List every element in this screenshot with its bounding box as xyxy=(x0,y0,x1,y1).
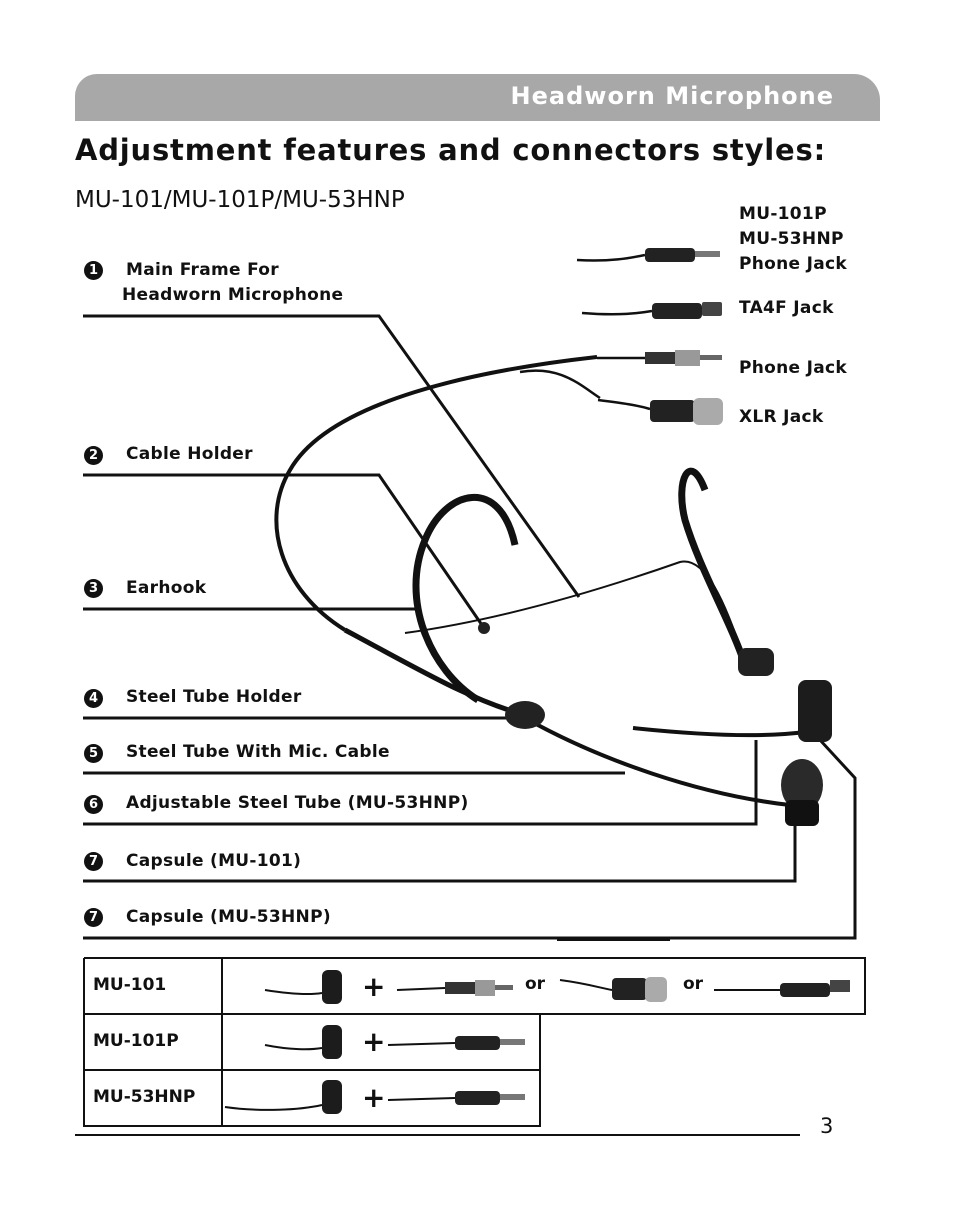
plus-sign-row3: + xyxy=(362,1081,386,1114)
table-model-mu101p: MU-101P xyxy=(93,1031,179,1051)
cable-holder xyxy=(478,622,490,634)
part-label-capsule-mu101: Capsule (MU-101) xyxy=(126,851,302,871)
cable-xlr xyxy=(597,398,651,411)
connector-label-xlr: XLR Jack xyxy=(739,407,824,427)
table-model-mu101: MU-101 xyxy=(93,975,167,995)
part-number-3: 3 xyxy=(84,579,103,598)
part-label-main-frame: Main Frame For Headworn Microphone xyxy=(122,260,344,305)
earhook-foot xyxy=(738,648,774,676)
leader-adjustable-tube xyxy=(83,740,758,826)
part-label-earhook: Earhook xyxy=(126,578,207,598)
model-list: MU-101/MU-101P/MU-53HNP xyxy=(75,187,405,213)
capsule-mu101-head xyxy=(781,759,823,811)
section-title: Headworn Microphone xyxy=(510,82,834,110)
leader-main-frame xyxy=(83,314,581,598)
part-number-1: 1 xyxy=(84,261,103,280)
steel-tube-holder xyxy=(505,701,545,729)
part-label-steel-tube-holder: Steel Tube Holder xyxy=(126,687,302,707)
adjustable-tube xyxy=(632,726,806,738)
part-label-cable-holder: Cable Holder xyxy=(126,444,253,464)
cable-to-connectors xyxy=(519,369,601,400)
connector-label-phone-jack-2: Phone Jack xyxy=(739,358,847,378)
connector-label-ta4f: TA4F Jack xyxy=(739,298,834,318)
steel-tube-mic-cable xyxy=(524,716,791,807)
part-number-4: 4 xyxy=(84,689,103,708)
phone-jack-2 xyxy=(645,350,722,366)
or-text-2: or xyxy=(683,974,704,994)
leader-capsule-53hnp xyxy=(83,738,857,940)
capsule-mu53hnp xyxy=(798,680,832,742)
page-number: 3 xyxy=(820,1114,834,1138)
ta4f-jack xyxy=(652,302,722,319)
leader-cable-holder xyxy=(83,473,486,629)
cable-phone-jack-1 xyxy=(576,253,646,262)
leader-capsule-101 xyxy=(83,820,797,883)
part-number-2: 2 xyxy=(84,446,103,465)
part-label-adjustable-tube: Adjustable Steel Tube (MU-53HNP) xyxy=(126,793,469,813)
part-number-7b: 7 xyxy=(84,908,103,927)
capsule-mu101-body xyxy=(785,800,819,826)
part-label-capsule-mu53hnp: Capsule (MU-53HNP) xyxy=(126,907,331,927)
thumb-connectors xyxy=(445,977,850,1105)
front-wire xyxy=(404,560,746,661)
xlr-jack xyxy=(650,398,723,425)
part-label-steel-tube-cable: Steel Tube With Mic. Cable xyxy=(126,742,390,762)
part-number-5: 5 xyxy=(84,744,103,763)
earhook-left xyxy=(412,494,519,703)
earhook-right xyxy=(678,467,749,667)
header-bar: Headworn Microphone xyxy=(75,74,880,121)
part-number-7a: 7 xyxy=(84,852,103,871)
page-title: Adjustment features and connectors style… xyxy=(75,133,826,167)
part-number-6: 6 xyxy=(84,795,103,814)
plus-sign-row1: + xyxy=(362,970,386,1003)
table-model-mu53hnp: MU-53HNP xyxy=(93,1087,196,1107)
connector-label-phone-jack-1: MU-101P MU-53HNP Phone Jack xyxy=(739,204,847,274)
config-table-grid xyxy=(83,939,866,1127)
cable-ta4f xyxy=(581,309,653,316)
thumb-capsules xyxy=(322,970,342,1114)
or-text-1: or xyxy=(525,974,546,994)
phone-jack-1 xyxy=(645,248,720,262)
frame-band-lower xyxy=(343,627,526,718)
plus-sign-row2: + xyxy=(362,1025,386,1058)
main-frame-band xyxy=(274,355,598,632)
